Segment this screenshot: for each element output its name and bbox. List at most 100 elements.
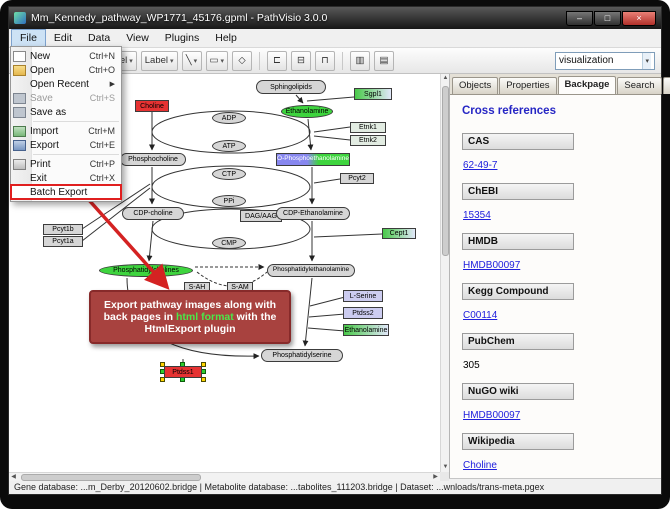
tab-search[interactable]: Search (617, 77, 662, 94)
horizontal-scroll-thumb[interactable] (21, 474, 201, 481)
node-choline[interactable]: Choline (135, 100, 169, 112)
node-adp[interactable]: ADP (212, 112, 246, 124)
node-sphingolipids[interactable]: Sphingolipids (256, 80, 326, 94)
canvas-horizontal-scrollbar[interactable]: ◀ ▶ (9, 472, 440, 481)
node-cdp-choline[interactable]: CDP-choline (122, 207, 184, 220)
pathway-canvas[interactable]: Sphingolipids Sgpl1 Choline Ethanolamine… (9, 74, 440, 472)
menu-item-open[interactable]: Open Ctrl+O (11, 63, 121, 77)
node-ptdss2[interactable]: Ptdss2 (343, 307, 383, 319)
canvas-vertical-scrollbar[interactable]: ▲ ▼ (440, 74, 449, 472)
menu-item-new[interactable]: New Ctrl+N (11, 49, 121, 63)
node-l-serine[interactable]: L-Serine (343, 290, 383, 302)
node-atp[interactable]: ATP (212, 140, 246, 152)
selected-node-group[interactable]: Ptdss1 (160, 362, 206, 382)
align-left-button[interactable]: ⊏ (267, 50, 288, 71)
callout-highlight: html format (176, 311, 234, 323)
minimize-button[interactable]: – (566, 10, 593, 26)
node-cdp-ethanolamine[interactable]: CDP-Ethanolamine (276, 207, 350, 220)
align-center-button[interactable]: ⊟ (291, 50, 312, 71)
stack-button[interactable]: ▤ (374, 50, 395, 71)
label-icon: Label (144, 55, 168, 66)
selection-handle[interactable] (160, 377, 165, 382)
node-etnk2[interactable]: Etnk2 (350, 135, 386, 146)
menu-data[interactable]: Data (88, 32, 111, 44)
node-cmp[interactable]: CMP (212, 237, 246, 249)
menu-item-import[interactable]: Import Ctrl+M (11, 124, 121, 138)
node-dag-aag[interactable]: DAG/AAG (240, 210, 282, 222)
menu-item-save-as[interactable]: Save as (11, 105, 121, 119)
close-button[interactable]: × (622, 10, 656, 26)
node-phosphatidylcholines[interactable]: Phosphatidylcholines (99, 264, 193, 277)
node-ptdss1[interactable]: Ptdss1 (164, 366, 202, 378)
node-sgpl1[interactable]: Sgpl1 (354, 88, 392, 100)
node-pcyt2[interactable]: Pcyt2 (340, 173, 374, 184)
align-top-icon: ⊓ (321, 55, 329, 66)
tab-objects[interactable]: Objects (452, 77, 499, 94)
node-ethanolamine-2[interactable]: Ethanolamine (343, 324, 389, 336)
connector-tool-button[interactable]: ◇ (232, 50, 253, 71)
menu-help[interactable]: Help (215, 32, 237, 44)
selection-handle[interactable] (201, 377, 206, 382)
selection-handle[interactable] (160, 362, 165, 367)
menu-view[interactable]: View (126, 32, 149, 44)
node-ethanolamine[interactable]: Ethanolamine (281, 105, 333, 118)
menu-item-print[interactable]: Print Ctrl+P (11, 157, 121, 171)
xref-source-cas: CAS (462, 133, 574, 150)
node-pcyt1a[interactable]: Pcyt1a (43, 236, 83, 247)
shape-tool-button[interactable]: ▭ ▾ (205, 50, 229, 71)
distribute-button[interactable]: ▥ (350, 50, 371, 71)
menu-plugins[interactable]: Plugins (164, 32, 200, 44)
distribute-icon: ▥ (355, 55, 365, 66)
tab-properties[interactable]: Properties (499, 77, 557, 94)
node-phosphocholine[interactable]: Phosphocholine (120, 153, 186, 166)
label-tool-button[interactable]: Label ▾ (140, 50, 178, 71)
app-window: Mm_Kennedy_pathway_WP1771_45176.gpml - P… (8, 6, 670, 495)
xref-link-wikipedia[interactable]: Choline (463, 460, 497, 471)
scroll-right-icon[interactable]: ▶ (433, 474, 438, 480)
xref-link-cas[interactable]: 62-49-7 (463, 160, 498, 171)
node-ctp[interactable]: CTP (212, 168, 246, 180)
menu-item-exit[interactable]: Exit Ctrl+X (11, 171, 121, 185)
visualization-combobox[interactable]: visualization ▾ (555, 51, 655, 70)
menu-edit[interactable]: Edit (53, 32, 73, 44)
selection-handle[interactable] (201, 362, 206, 367)
node-phosphatidylserine[interactable]: Phosphatidylserine (261, 349, 343, 362)
menu-file[interactable]: File (11, 29, 46, 47)
callout-text: with the HtmlExport plugin (144, 311, 277, 335)
chevron-down-icon: ▾ (642, 52, 651, 69)
xref-link-hmdb[interactable]: HMDB00097 (463, 260, 521, 271)
node-ppi[interactable]: PPi (212, 195, 246, 207)
file-menu: New Ctrl+N Open Ctrl+O Open Recent ▶ Sav… (10, 46, 122, 202)
node-pcyt1b[interactable]: Pcyt1b (43, 224, 83, 235)
tab-backpage[interactable]: Backpage (557, 76, 617, 94)
vertical-scroll-thumb[interactable] (442, 86, 449, 256)
backpage-entry: HMDB HMDB00097 (462, 233, 649, 283)
align-top-button[interactable]: ⊓ (315, 50, 336, 71)
node-phosphatidylethanolamine[interactable]: Phosphatidylethanolamine (267, 264, 355, 277)
maximize-button[interactable]: □ (594, 10, 621, 26)
scroll-left-icon[interactable]: ◀ (11, 474, 16, 480)
tab-legend[interactable]: Legend (662, 77, 670, 94)
scrollbar-corner (440, 472, 449, 481)
toolbar-separator (342, 51, 344, 70)
menu-item-open-recent[interactable]: Open Recent ▶ (11, 77, 121, 91)
submenu-arrow-icon: ▶ (109, 81, 115, 88)
node-etnk1[interactable]: Etnk1 (350, 122, 386, 133)
menu-separator (33, 154, 119, 155)
save-disk-icon (13, 92, 26, 104)
node-o-phosphoethanolamine[interactable]: O-Phosphoethanolamine (276, 153, 350, 166)
xref-link-chebi[interactable]: 15354 (463, 210, 491, 221)
scroll-up-icon[interactable]: ▲ (442, 75, 449, 81)
scroll-down-icon[interactable]: ▼ (442, 464, 449, 470)
xref-link-kegg[interactable]: C00114 (463, 310, 498, 321)
align-left-icon: ⊏ (273, 55, 281, 66)
side-panel: Objects Properties Backpage Search Legen… (449, 74, 670, 478)
xref-value-pubchem: 305 (463, 360, 480, 371)
node-cept1[interactable]: Cept1 (382, 228, 416, 239)
line-tool-button[interactable]: ╲ ▾ (181, 50, 202, 71)
menu-item-export[interactable]: Export Ctrl+E (11, 138, 121, 152)
menu-item-batch-export[interactable]: Batch Export (10, 184, 122, 200)
menu-item-save[interactable]: Save Ctrl+S (11, 91, 121, 105)
xref-link-nugo[interactable]: HMDB00097 (463, 410, 521, 421)
